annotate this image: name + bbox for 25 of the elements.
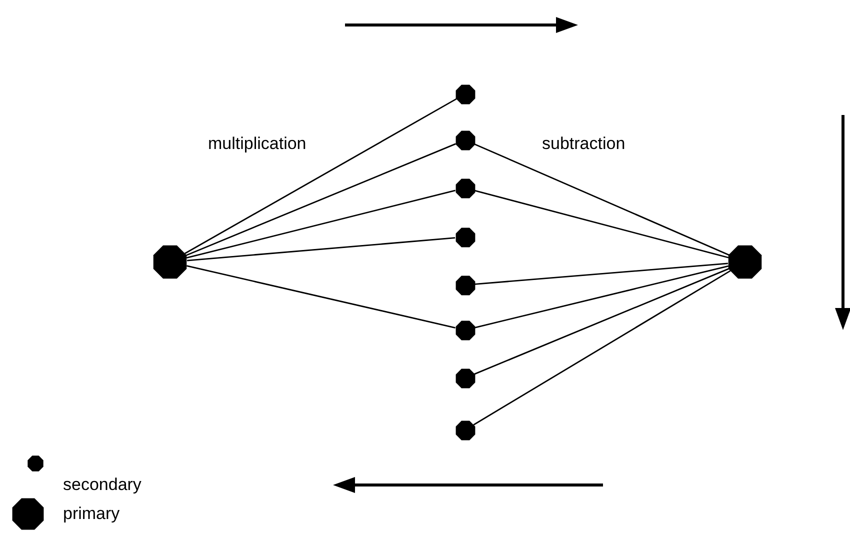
legend-label: primary bbox=[63, 504, 120, 524]
connector-line bbox=[474, 190, 729, 258]
secondary-node bbox=[454, 178, 476, 198]
connector-line bbox=[474, 268, 730, 375]
connector-line bbox=[474, 143, 730, 256]
connector-line bbox=[186, 265, 456, 328]
secondary-node bbox=[454, 274, 476, 296]
secondary-node bbox=[454, 84, 476, 104]
connector-line bbox=[186, 237, 456, 262]
legend-label: secondary bbox=[63, 475, 142, 495]
connector-line bbox=[474, 265, 729, 328]
secondary-node bbox=[454, 320, 476, 340]
operation-label: multiplication bbox=[208, 134, 306, 154]
connector-line bbox=[186, 190, 456, 259]
connector-line bbox=[186, 143, 456, 256]
connector-line bbox=[474, 262, 728, 285]
primary-node bbox=[727, 244, 763, 280]
operation-label: subtraction bbox=[542, 134, 626, 154]
secondary-node bbox=[454, 226, 476, 248]
primary-node bbox=[152, 244, 188, 280]
secondary-node bbox=[454, 420, 476, 440]
connector-line bbox=[473, 270, 731, 426]
connector-line bbox=[184, 98, 457, 254]
secondary-node bbox=[454, 368, 476, 388]
secondary-node bbox=[454, 130, 476, 150]
